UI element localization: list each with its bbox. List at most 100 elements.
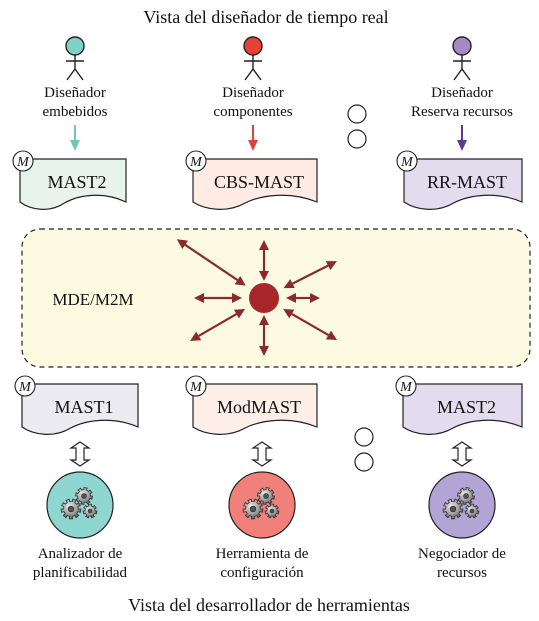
arrow-shaft: [198, 313, 237, 337]
model-badge-letter: M: [16, 155, 30, 170]
model-document-shape: [192, 158, 318, 210]
arrow-shaft: [184, 243, 239, 281]
transform-arrow-2: [283, 261, 337, 289]
model-document-label: RR-MAST: [427, 172, 507, 192]
bidirectional-arrow-icon: [69, 441, 91, 467]
model-badge-icon: [396, 150, 418, 172]
arrow-head-icon: [232, 293, 242, 303]
gear-icon: [257, 487, 275, 505]
actor-head-icon: [243, 36, 263, 56]
down-arrow-icon: [457, 140, 467, 151]
gear-icon: [264, 503, 280, 519]
top_docs-document-1: MAST2 M: [12, 150, 127, 210]
transformation-burst: [176, 239, 338, 356]
tool-name-line1: Herramienta de: [216, 546, 309, 562]
bottom-model-documents: MAST1 M ModMAST M MAST2 M: [14, 375, 523, 435]
mde-m2m-label: MDE/M2M: [52, 290, 133, 309]
model-badge-icon: [14, 375, 36, 397]
arrow-head-icon: [325, 261, 337, 271]
ellipsis-dot-top-2: [347, 129, 367, 149]
arrow-shaft: [292, 264, 329, 285]
model-badge-icon: [395, 375, 417, 397]
model-badge-letter: M: [189, 155, 203, 170]
model-document-shape: [403, 158, 523, 210]
model-badge-icon: [185, 150, 207, 172]
arrow-head-icon: [234, 275, 246, 286]
designer-role-line1: Diseñador: [44, 85, 106, 101]
designer-role-line2: Reserva recursos: [411, 104, 513, 120]
actor-body-icon: [453, 55, 471, 81]
arrow-head-icon: [283, 279, 295, 289]
top-view-title: Vista del diseñador de tiempo real: [143, 7, 388, 27]
bottom_docs-document-2: ModMAST M: [185, 375, 318, 435]
actor-head-icon: [65, 36, 85, 56]
top_docs-document-2: CBS-MAST M: [185, 150, 318, 210]
model-document-label: MAST2: [437, 397, 496, 417]
model-badge-letter: M: [18, 380, 32, 395]
gear-icon: [457, 487, 475, 505]
down-arrow-icon: [248, 140, 258, 151]
gear-icon: [75, 487, 93, 505]
designer-role-line1: Diseñador: [222, 85, 284, 101]
tool-name-line1: Negociador de: [418, 546, 506, 562]
tool-group: Analizador deplanificabilidadHerramienta…: [33, 441, 506, 581]
actor-body-icon: [244, 55, 262, 81]
arrow-head-icon: [190, 331, 202, 341]
arrow-head-icon: [259, 271, 269, 281]
arrow-head-icon: [233, 309, 246, 319]
model-document-shape: [192, 383, 318, 435]
transform-arrow-1: [259, 240, 269, 281]
model-badge-letter: M: [400, 155, 414, 170]
arrow-head-icon: [259, 315, 269, 325]
actor-head-icon: [452, 36, 472, 56]
model-document-label: MAST1: [54, 397, 113, 417]
arrow-head-icon: [283, 309, 295, 319]
gear-icon: [82, 503, 98, 519]
arrow-head-icon: [325, 330, 338, 340]
model-badge-icon: [12, 150, 34, 172]
model-badge-icon: [185, 375, 207, 397]
model-document-shape: [19, 158, 127, 210]
transform-arrow-8: [176, 239, 246, 286]
arrow-head-icon: [259, 240, 269, 250]
transform-arrow-7: [194, 293, 242, 303]
bidirectional-arrow-icon: [451, 441, 473, 467]
transform-arrow-6: [190, 309, 246, 341]
tool-name-line2: recursos: [437, 565, 487, 581]
gear-icon: [60, 498, 82, 520]
tool-name-line1: Analizador de: [38, 546, 123, 562]
model-badge-letter: M: [189, 380, 203, 395]
arrow-head-icon: [176, 239, 188, 249]
gear-icon: [464, 503, 480, 519]
model-document-label: MAST2: [47, 172, 106, 192]
gear-icon: [442, 498, 464, 520]
bottom_docs-document-3: MAST2 M: [395, 375, 523, 435]
model-document-shape: [402, 383, 523, 435]
arrow-head-icon: [310, 293, 320, 303]
ellipsis-dot-bottom-2: [354, 452, 374, 472]
tool-3: Negociador de recursos: [418, 471, 506, 581]
designer-actor-2: Diseñador componentes: [213, 36, 293, 151]
transformation-region: MDE/M2M: [21, 228, 531, 368]
designer-role-line2: componentes: [213, 104, 292, 120]
top-model-documents: MAST2 M CBS-MAST M RR-MAST M: [12, 150, 523, 210]
arrow-shaft: [291, 313, 329, 336]
ellipsis-dot-top-1: [347, 104, 367, 124]
model-document-label: ModMAST: [217, 397, 301, 417]
transformation-hub: [249, 283, 279, 313]
model-badge-letter: M: [399, 380, 413, 395]
designer-group: DiseñadorembebidosDiseñadorcomponentesDi…: [43, 36, 513, 151]
model-document-label: CBS-MAST: [214, 172, 304, 192]
bidirectional-arrow-icon: [251, 441, 273, 467]
bottom_docs-document-1: MAST1 M: [14, 375, 139, 435]
arrow-head-icon: [259, 346, 269, 356]
gear-icon: [242, 498, 264, 520]
bottom-view-title: Vista del desarrollador de herramientas: [128, 595, 410, 615]
arrow-head-icon: [194, 293, 204, 303]
transform-arrow-3: [286, 293, 320, 303]
